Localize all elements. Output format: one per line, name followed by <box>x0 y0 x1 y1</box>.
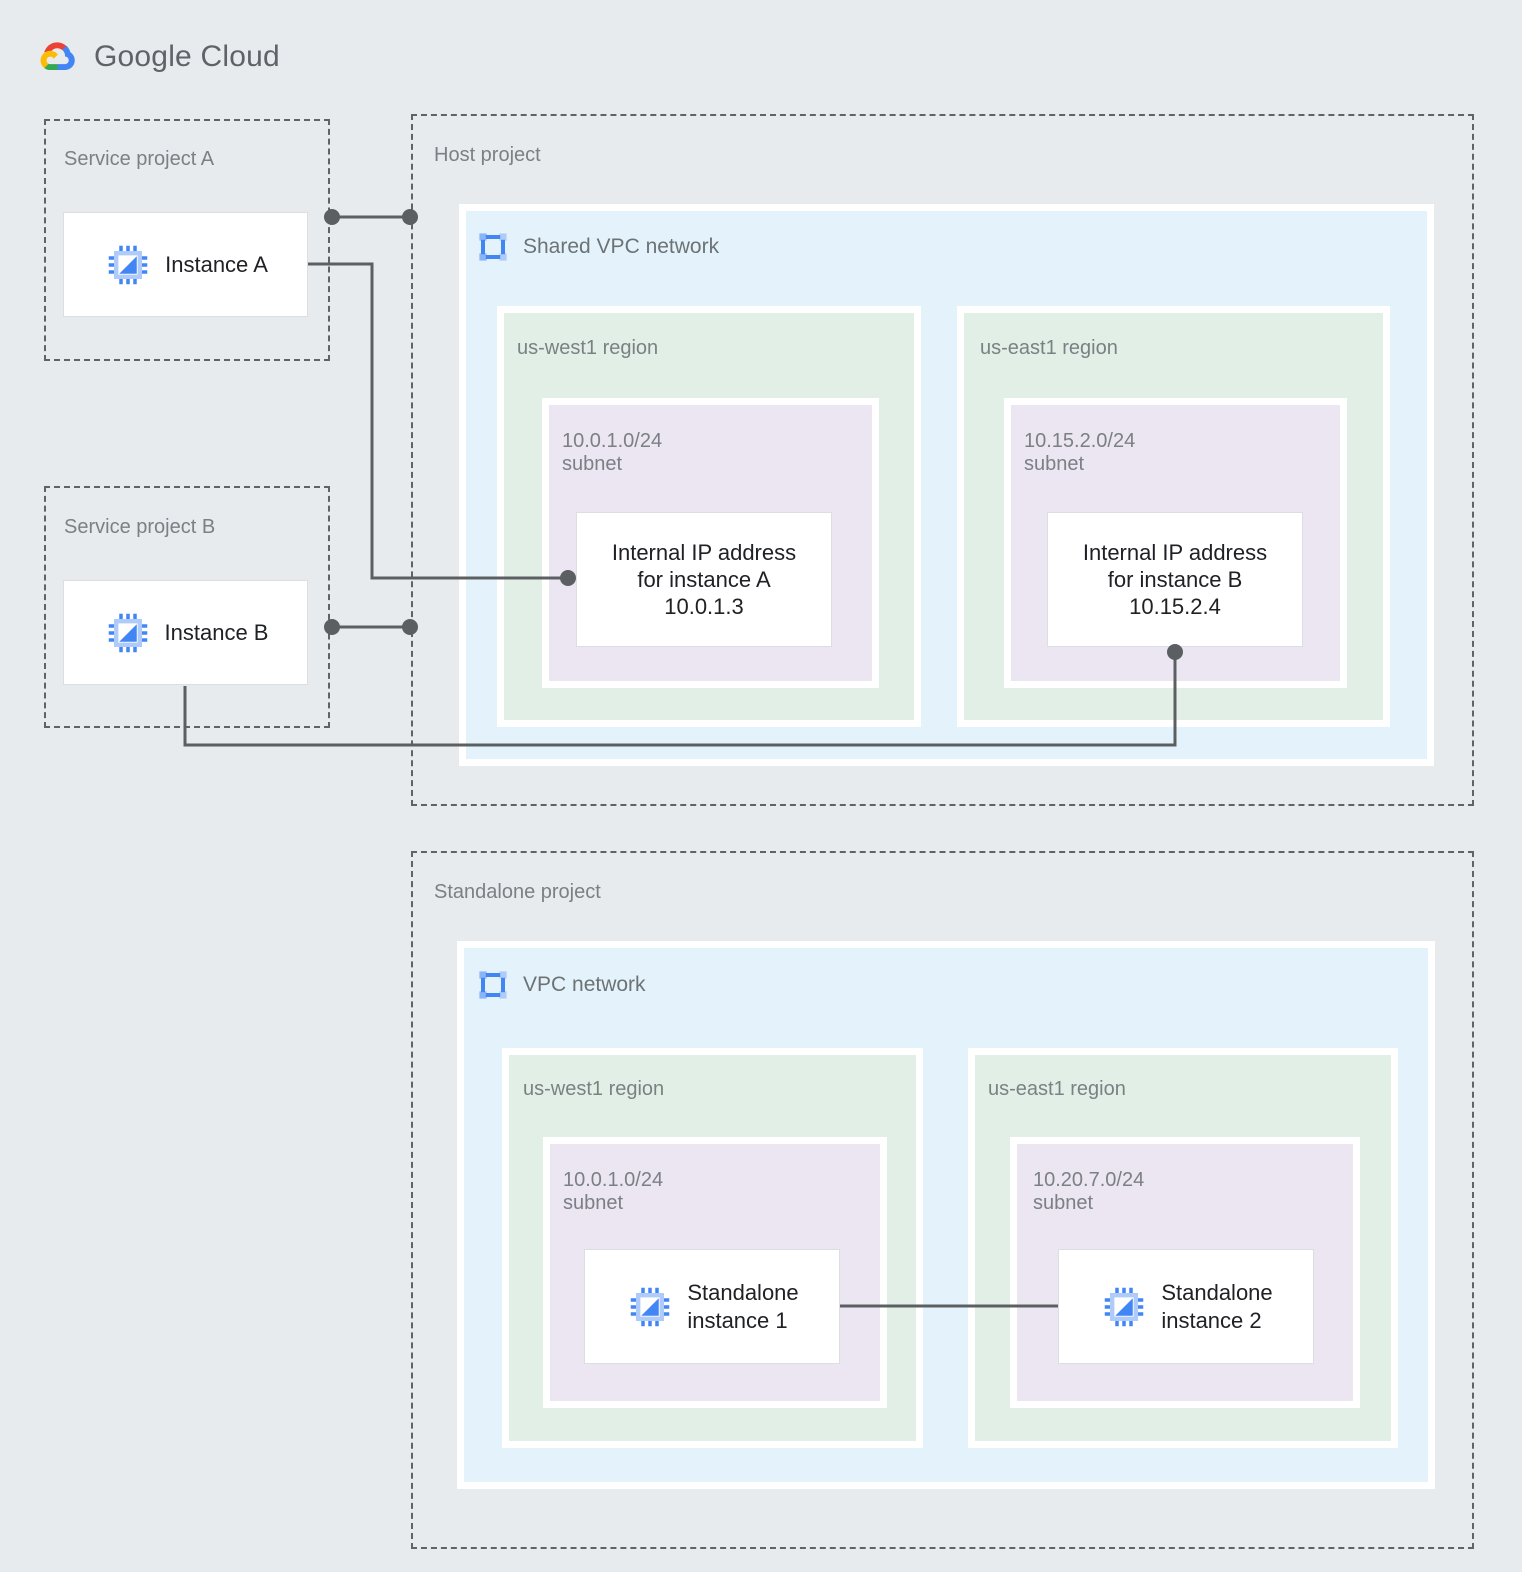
instance-label-standalone-instance-2: Standalone instance 2 <box>1161 1280 1273 1333</box>
brand-name-light: Cloud <box>200 40 280 73</box>
instance-card-standalone-instance-1[interactable]: Standalone instance 1 <box>584 1249 840 1364</box>
ip-card-ip-instance-a[interactable]: Internal IP address for instance A 10.0.… <box>576 512 832 647</box>
vpc-network-icon <box>479 971 507 999</box>
ip-card-label-ip-instance-b: Internal IP address for instance B 10.15… <box>1082 539 1268 620</box>
cpu-instance-icon <box>108 245 148 284</box>
network-header-shared-vpc-network: Shared VPC network <box>477 231 719 263</box>
project-service-project-a <box>44 119 330 361</box>
ip-card-label-ip-instance-a: Internal IP address for instance A 10.0.… <box>611 539 797 620</box>
network-header-vpc-network: VPC network <box>477 969 646 1001</box>
subnet-label-host-subnet-west: 10.0.1.0/24 subnet <box>562 430 663 475</box>
region-label-standalone-us-east1: us-east1 region <box>988 1078 1126 1100</box>
instance-card-instance-a[interactable]: Instance A <box>63 212 308 317</box>
instance-card-standalone-instance-2[interactable]: Standalone instance 2 <box>1058 1249 1314 1364</box>
project-label-host-project: Host project <box>434 144 541 166</box>
google-cloud-logo-icon <box>40 42 75 70</box>
region-label-host-us-east1: us-east1 region <box>980 337 1118 359</box>
cpu-instance-icon <box>108 613 147 652</box>
instance-label-standalone-instance-1: Standalone instance 1 <box>687 1280 799 1333</box>
instance-label-instance-a: Instance A <box>165 251 268 277</box>
instance-card-instance-b[interactable]: Instance B <box>63 580 308 685</box>
region-label-host-us-west1: us-west1 region <box>517 337 659 359</box>
region-label-standalone-us-west1: us-west1 region <box>523 1078 665 1100</box>
project-standalone-project <box>411 851 1474 1549</box>
project-label-service-project-b: Service project B <box>64 516 216 538</box>
brand-name-bold: Google <box>94 40 192 73</box>
subnet-label-standalone-subnet-west: 10.0.1.0/24 subnet <box>563 1169 664 1214</box>
subnet-label-standalone-subnet-east: 10.20.7.0/24 subnet <box>1033 1169 1145 1214</box>
cpu-instance-icon <box>631 1287 670 1326</box>
project-label-service-project-a: Service project A <box>64 148 215 170</box>
network-label-shared-vpc-network: Shared VPC network <box>523 235 720 258</box>
brand-header: Google Cloud <box>34 36 280 78</box>
ip-card-ip-instance-b[interactable]: Internal IP address for instance B 10.15… <box>1047 512 1303 647</box>
vpc-network-icon <box>479 233 507 261</box>
project-label-standalone-project: Standalone project <box>434 881 601 903</box>
network-label-vpc-network: VPC network <box>523 973 646 996</box>
brand-title: Google Cloud <box>94 40 280 74</box>
instance-label-instance-b: Instance B <box>164 619 269 645</box>
subnet-label-host-subnet-east: 10.15.2.0/24 subnet <box>1024 430 1136 475</box>
cpu-instance-icon <box>1105 1287 1144 1326</box>
